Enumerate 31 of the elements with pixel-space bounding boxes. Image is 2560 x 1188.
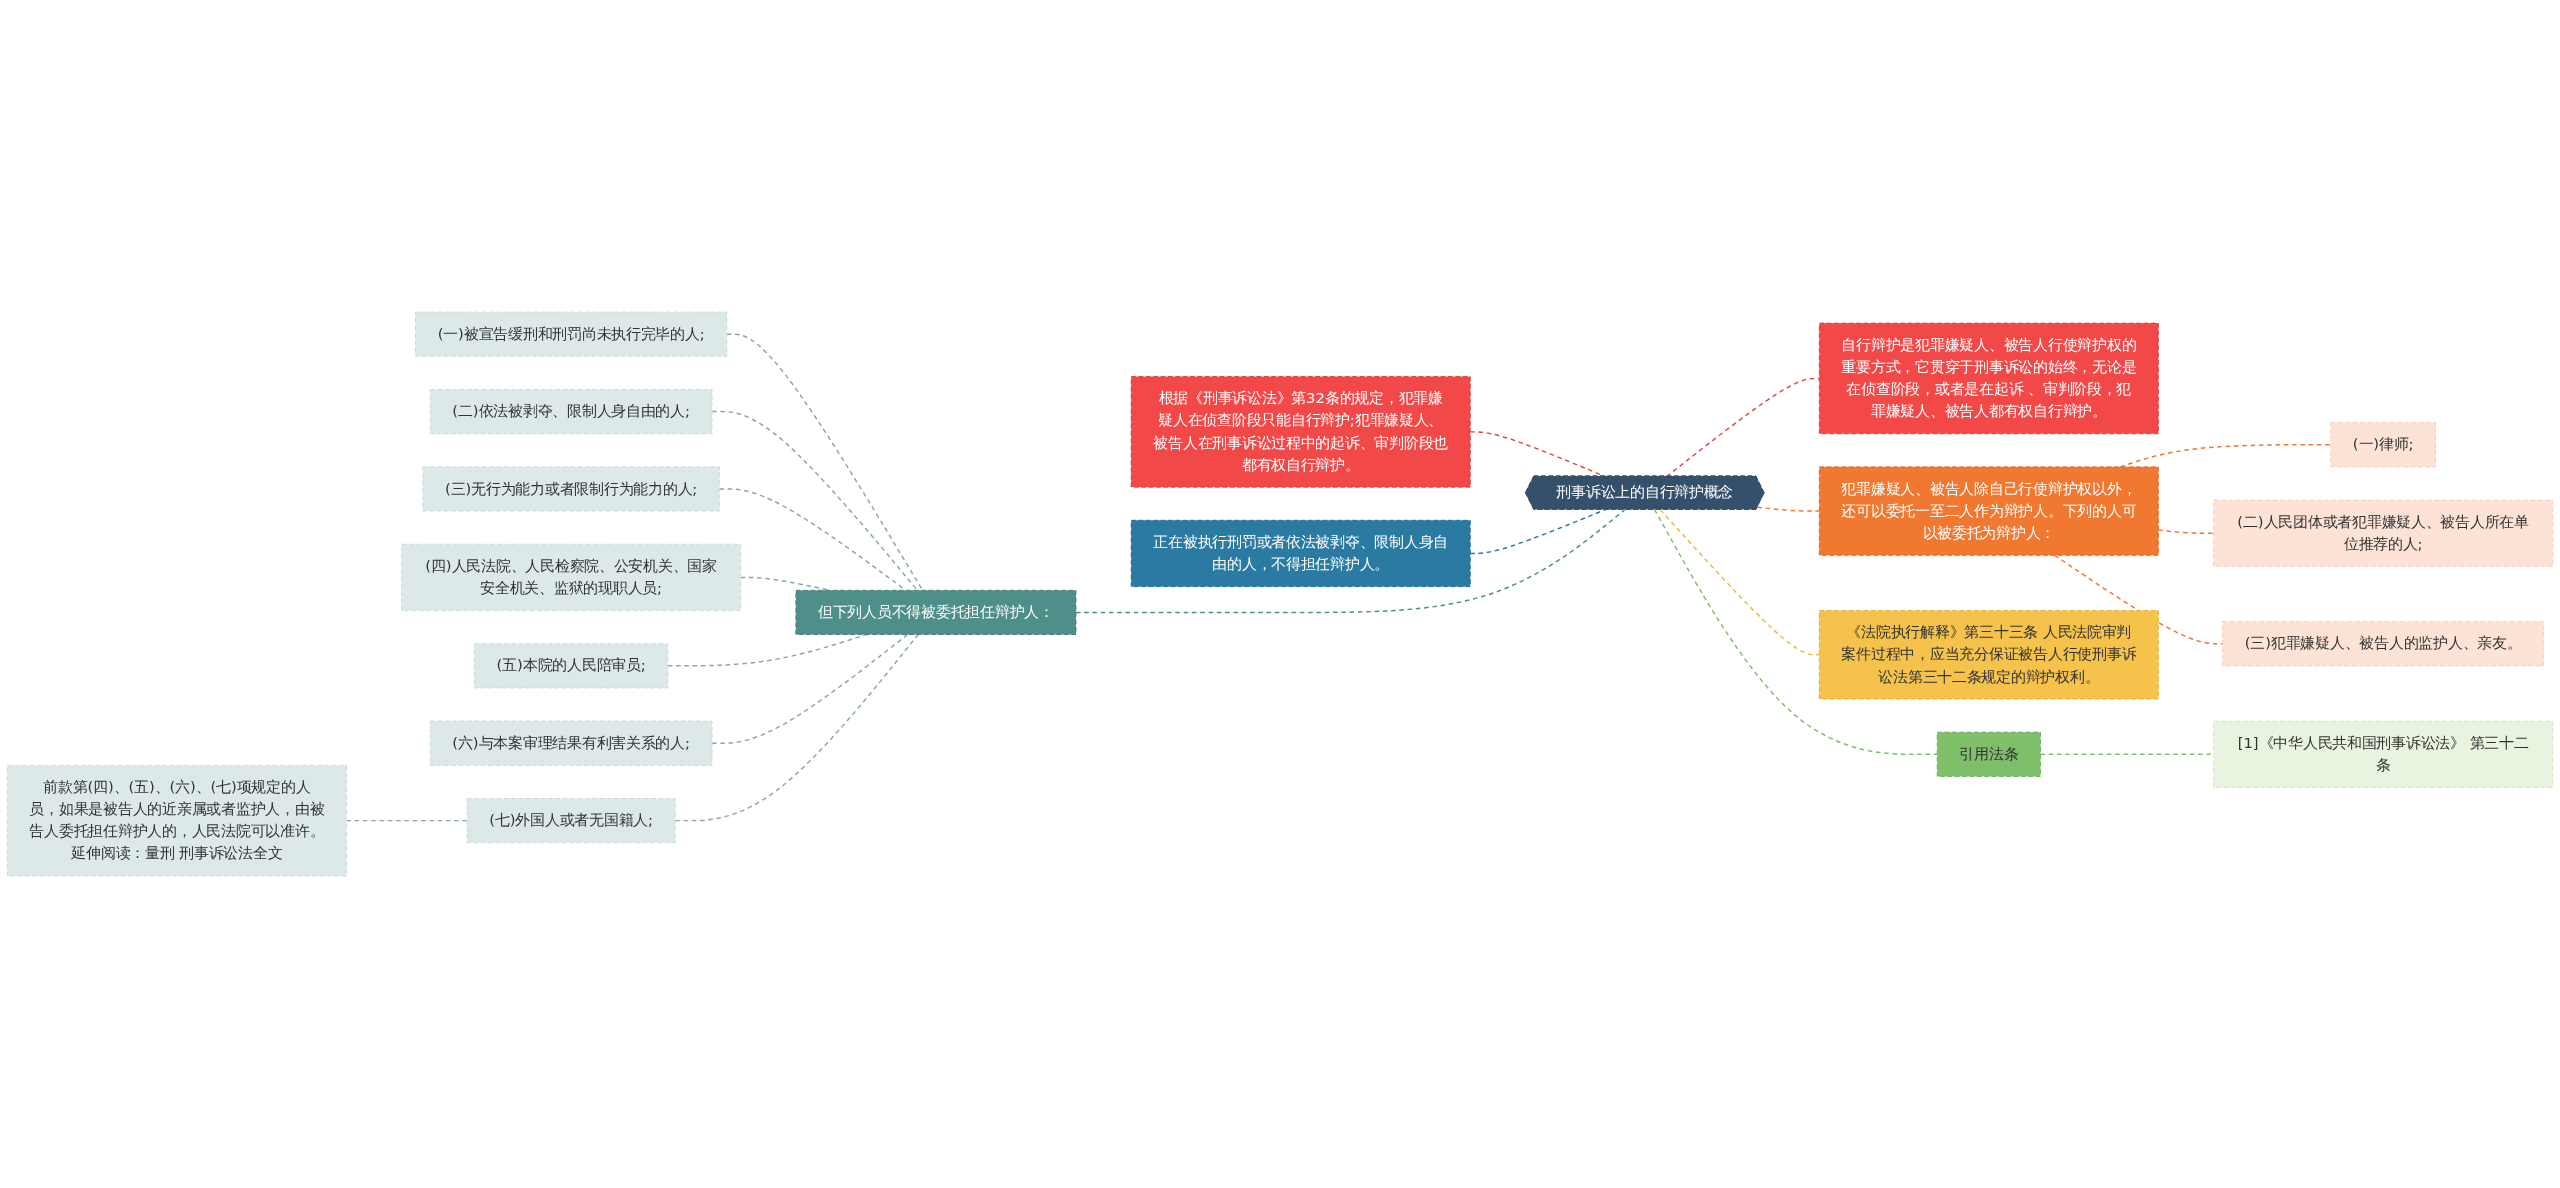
connector [1653,508,1938,756]
node-box: (六)与本案审理结果有利害关系的人; [429,720,713,766]
connector [2053,554,2224,645]
connector [711,410,919,592]
node-box: 但下列人员不得被委托担任辩护人： [795,589,1077,635]
node-box: 引用法条 [1936,731,2041,777]
node-box: 自行辩护是犯罪嫌疑人、被告人行使辩护权的重要方式，它贯穿于刑事诉讼的始终，无论是在侦查阶段，或者是在起诉 、审判阶段，犯罪嫌疑人、被告人都有权自行辩护。 [1818,322,2159,435]
node-box: [1]《中华人民共和国刑事诉讼法》 第三十二条 [2213,720,2554,788]
node-box: (一)被宣告缓刑和刑罚尚未执行完毕的人; [415,311,728,357]
connector [674,633,919,822]
connector [1659,508,1821,656]
node-box: (七)外国人或者无国籍人; [466,798,676,844]
connector [726,333,924,592]
node-box: (二)人民团体或者犯罪嫌疑人、被告人所在单位推荐的人; [2213,499,2554,567]
node-box: 犯罪嫌疑人、被告人除自己行使辩护权以外，还可以委托一至二人作为辩护人。下列的人可以被委托为辩护人： [1818,466,2159,556]
connector [345,819,468,822]
node-box: (一)律师; [2330,422,2437,468]
connector [2157,529,2215,534]
node-box: 根据《刑事诉讼法》第32条的规定，犯罪嫌疑人在侦查阶段只能自行辩护;犯罪嫌疑人、被告人在刑事诉讼过程中的起诉、审判阶段也都有权自行辩护。 [1130,376,1471,488]
connector [1665,377,1821,478]
connector [711,633,909,744]
node-box: (三)犯罪嫌疑人、被告人的监护人、亲友。 [2222,621,2545,667]
node-box: (二)依法被剥夺、限制人身自由的人; [429,389,713,435]
node-box: 《法院执行解释》第三十三条 人民法院审判案件过程中，应当充分保证被告人行使刑事诉讼法第三十二条规定的辩护权利。 [1818,610,2159,700]
node-box: (五)本院的人民陪审员; [474,643,669,689]
connector [1075,508,1626,614]
node-box: (四)人民法院、人民检察院、公安机关、国家安全机关、监狱的现职人员; [401,543,742,612]
connector [1756,506,1821,512]
node-box: 正在被执行刑罚或者依法被剥夺、限制人身自由的人，不得担任辩护人。 [1130,519,1471,588]
node-box: 前款第(四)、(五)、(六)、(七)项规定的人员，如果是被告人的近亲属或者监护人，由被告人委托担任辩护人的，人民法院可以准许。延伸阅读：量刑 刑事诉讼法全文 [6,764,347,877]
node-box: (三)无行为能力或者限制行为能力的人; [422,466,720,512]
